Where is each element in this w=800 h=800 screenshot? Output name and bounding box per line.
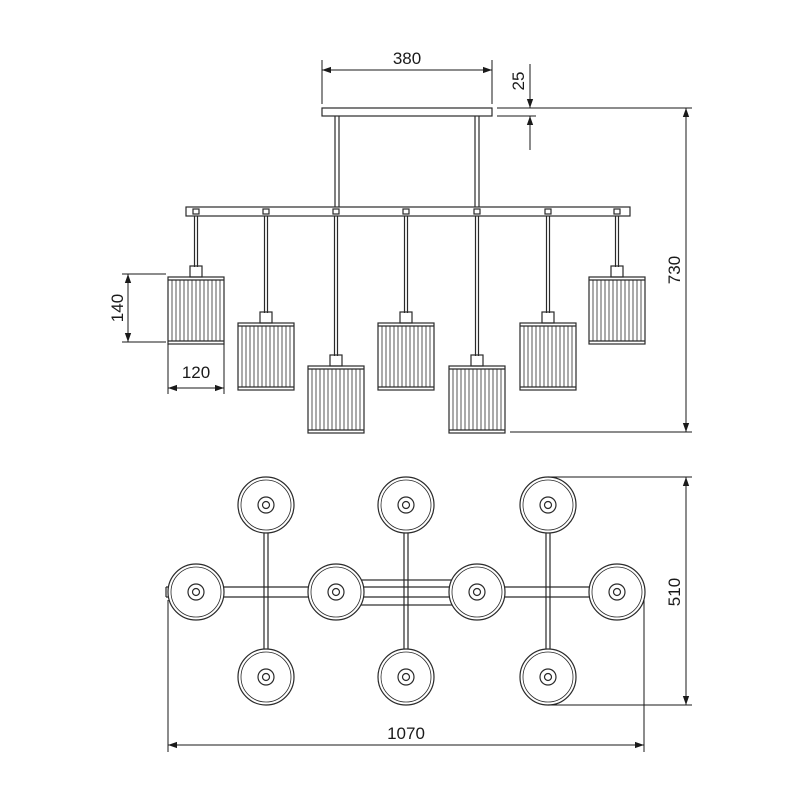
canopy-width-label: 380	[393, 49, 421, 68]
plan-shade-disc-4	[167, 563, 225, 621]
pendant-lamp-3	[307, 208, 365, 434]
lamp-socket	[470, 354, 484, 367]
plan-shade-discs	[167, 476, 646, 706]
plan-depth-label: 510	[665, 578, 684, 606]
lamp-socket	[189, 265, 203, 278]
pendant-connector	[473, 208, 481, 215]
plan-view	[165, 476, 646, 706]
elevation-dimensions	[122, 60, 692, 433]
lamp-socket	[259, 311, 273, 324]
plan-shade-disc-5	[307, 563, 365, 621]
plan-shade-disc-3	[519, 476, 577, 534]
ribbed-glass-shade	[519, 322, 577, 391]
pendant-connector	[332, 208, 340, 215]
total-height-label: 730	[665, 256, 684, 284]
pendant-lamp-5	[448, 208, 506, 434]
pendant-connector	[192, 208, 200, 215]
plan-shade-disc-2	[377, 476, 435, 534]
plan-shade-disc-6	[448, 563, 506, 621]
plan-shade-disc-1	[237, 476, 295, 534]
canopy-height-label: 25	[509, 72, 528, 91]
plan-shade-disc-10	[519, 648, 577, 706]
shade-width-label: 120	[182, 363, 210, 382]
pendant-lamp-6	[519, 208, 577, 391]
ribbed-glass-shade	[448, 365, 506, 434]
ribbed-glass-shade	[237, 322, 295, 391]
elevation-view	[167, 107, 646, 434]
ribbed-glass-shade	[588, 276, 646, 345]
shade-height-label: 140	[108, 294, 127, 322]
plan-shade-disc-8	[237, 648, 295, 706]
pendant-lamp-4	[377, 208, 435, 391]
pendant-group	[167, 208, 646, 434]
plan-length-label: 1070	[387, 724, 425, 743]
ribbed-glass-shade	[167, 276, 225, 345]
pendant-connector	[262, 208, 270, 215]
pendant-connector	[402, 208, 410, 215]
horizontal-bar	[185, 206, 631, 217]
pendant-lamp-1	[167, 208, 225, 345]
pendant-connector	[613, 208, 621, 215]
lamp-socket	[399, 311, 413, 324]
ribbed-glass-shade	[377, 322, 435, 391]
plan-shade-disc-7	[588, 563, 646, 621]
plan-cross-arms	[263, 505, 551, 677]
ceiling-canopy	[321, 107, 493, 117]
lamp-socket	[541, 311, 555, 324]
pendant-lamp-7	[588, 208, 646, 345]
pendant-connector	[544, 208, 552, 215]
ribbed-glass-shade	[307, 365, 365, 434]
lamp-socket	[610, 265, 624, 278]
pendant-lamp-2	[237, 208, 295, 391]
lamp-socket	[329, 354, 343, 367]
plan-shade-disc-9	[377, 648, 435, 706]
plan-dimensions	[167, 476, 692, 752]
